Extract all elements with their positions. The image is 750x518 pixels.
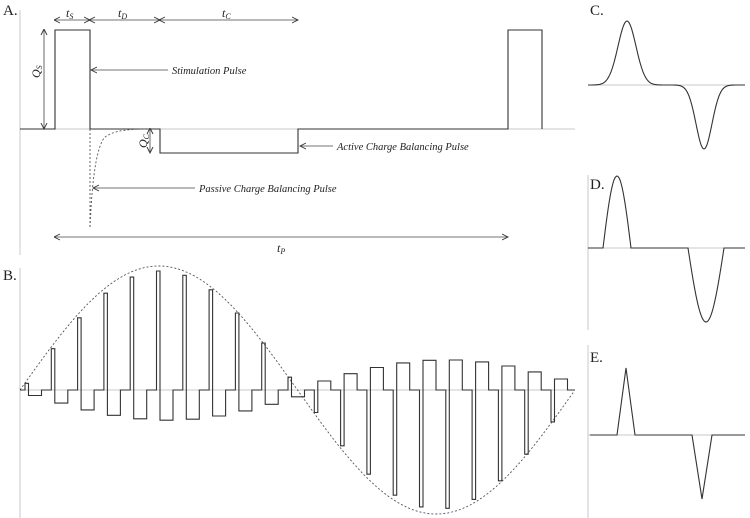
- tp-symbol: tP: [277, 241, 285, 256]
- tc-symbol: tC: [222, 6, 231, 21]
- panel-e-label: E.: [590, 350, 603, 366]
- passive-label: Passive Charge Balancing Pulse: [198, 184, 337, 195]
- panel-d-label: D.: [590, 177, 605, 193]
- pulse-train-trace: [20, 29, 543, 154]
- modulated-pulse-trace: [20, 270, 575, 509]
- ts-symbol: tS: [66, 6, 73, 21]
- panel-c-label: C.: [590, 3, 604, 19]
- half-sine-biphasic-waveform: [588, 175, 745, 323]
- panel-a: A. tS tD tC QS QC Stimulation Pulse Acti…: [3, 3, 575, 256]
- panel-c: C.: [588, 3, 745, 150]
- gaussian-biphasic-waveform: [588, 20, 745, 150]
- panel-b: B.: [3, 265, 575, 518]
- sine-envelope: [19, 265, 575, 515]
- td-symbol: tD: [118, 6, 127, 21]
- active-label: Active Charge Balancing Pulse: [336, 142, 469, 153]
- qc-symbol: QC: [136, 133, 151, 148]
- panel-d: D.: [587, 175, 745, 330]
- triangular-biphasic-waveform: [590, 367, 745, 500]
- qs-symbol: QS: [29, 65, 44, 78]
- panel-e: E.: [587, 345, 745, 518]
- stimulation-label: Stimulation Pulse: [172, 66, 247, 77]
- panel-a-label: A.: [3, 3, 18, 19]
- passive-discharge-trace: [89, 128, 151, 229]
- panel-b-label: B.: [3, 268, 17, 284]
